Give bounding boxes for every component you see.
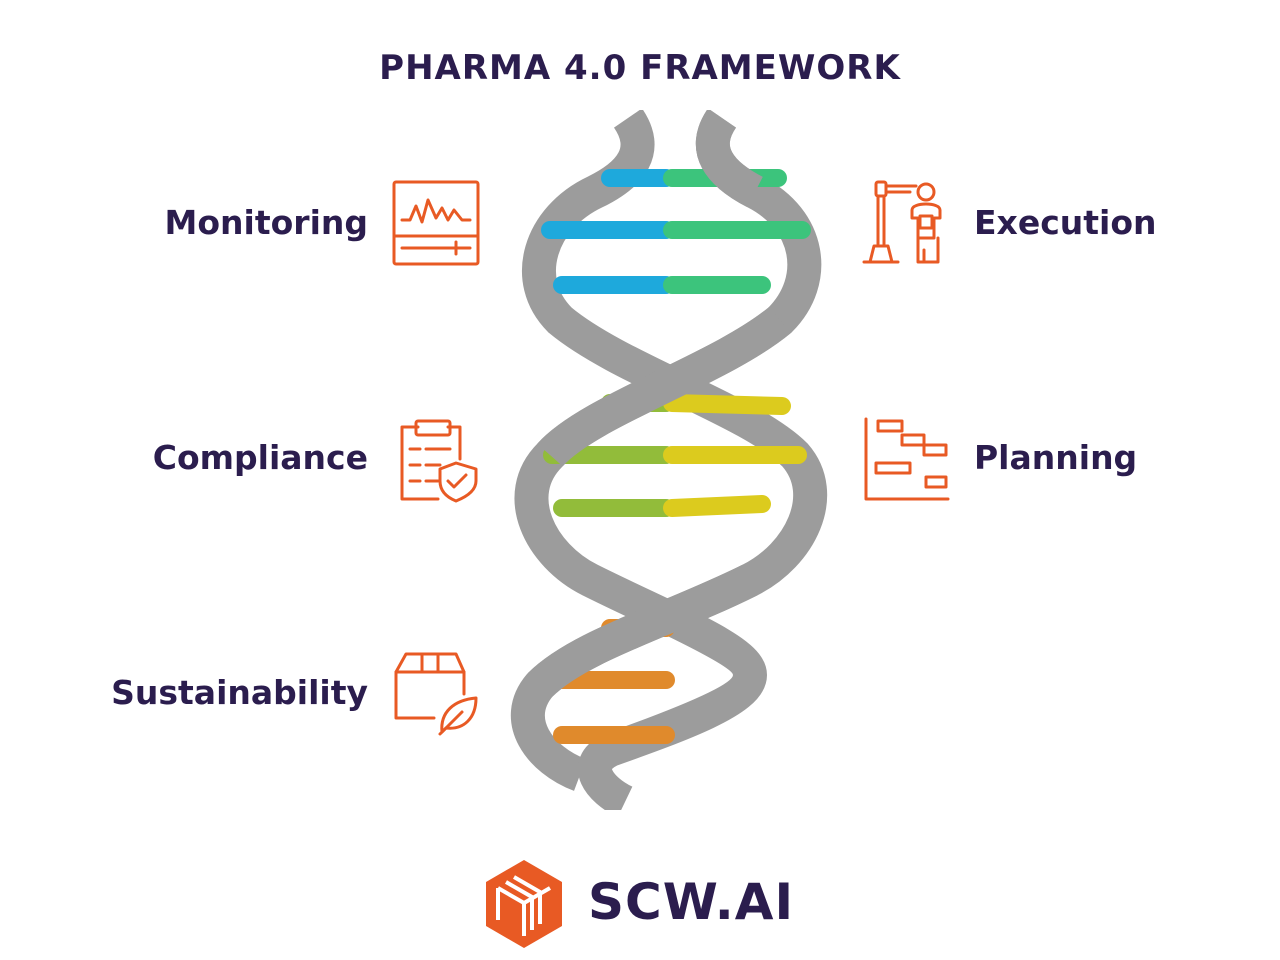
clipboard-shield-icon: [400, 419, 478, 503]
scw-cube-logo: [486, 860, 562, 948]
monitoring-screen-icon: [392, 180, 480, 266]
gantt-chart-icon: [864, 417, 950, 501]
label-execution: Execution: [974, 203, 1157, 242]
brand-name: SCW.AI: [588, 873, 795, 931]
rung-yellow: [663, 495, 771, 517]
robot-arm-icon: [862, 180, 942, 264]
page-title: PHARMA 4.0 FRAMEWORK: [379, 48, 901, 88]
label-monitoring: Monitoring: [164, 203, 368, 242]
label-planning: Planning: [974, 438, 1138, 477]
box-leaf-icon: [394, 652, 478, 736]
dna-helix: [510, 110, 828, 810]
label-sustainability: Sustainability: [111, 673, 368, 712]
label-compliance: Compliance: [152, 438, 368, 477]
rung-yellow: [663, 394, 791, 415]
